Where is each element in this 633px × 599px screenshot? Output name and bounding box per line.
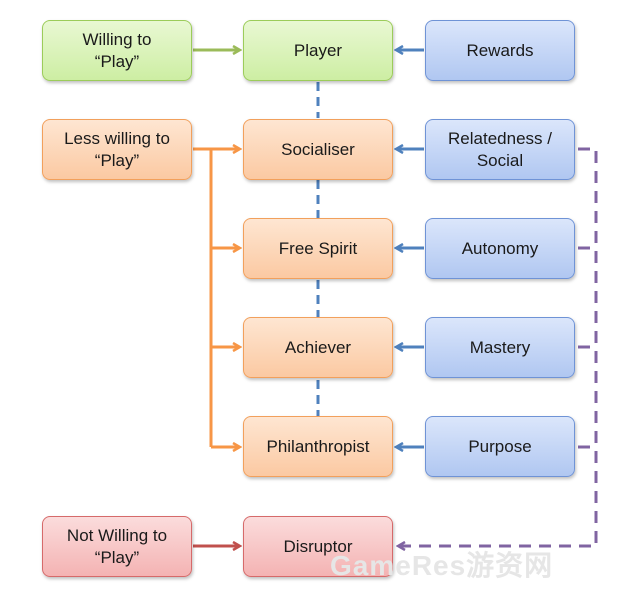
less-willing-to-play-box: Less willing to “Play” bbox=[42, 119, 192, 180]
disruptor-box: Disruptor bbox=[243, 516, 393, 577]
socialiser-box: Socialiser bbox=[243, 119, 393, 180]
willing-to-play-box: Willing to “Play” bbox=[42, 20, 192, 81]
player-box: Player bbox=[243, 20, 393, 81]
free-spirit-box: Free Spirit bbox=[243, 218, 393, 279]
autonomy-box: Autonomy bbox=[425, 218, 575, 279]
purpose-box: Purpose bbox=[425, 416, 575, 477]
relatedness-social-box: Relatedness / Social bbox=[425, 119, 575, 180]
orange-bracket bbox=[193, 147, 213, 447]
mastery-box: Mastery bbox=[425, 317, 575, 378]
philanthropist-box: Philanthropist bbox=[243, 416, 393, 477]
rewards-box: Rewards bbox=[425, 20, 575, 81]
not-willing-to-play-box: Not Willing to “Play” bbox=[42, 516, 192, 577]
achiever-box: Achiever bbox=[243, 317, 393, 378]
watermark: GameRes游资网 bbox=[330, 550, 554, 581]
purple-dashed-connector bbox=[398, 147, 598, 546]
